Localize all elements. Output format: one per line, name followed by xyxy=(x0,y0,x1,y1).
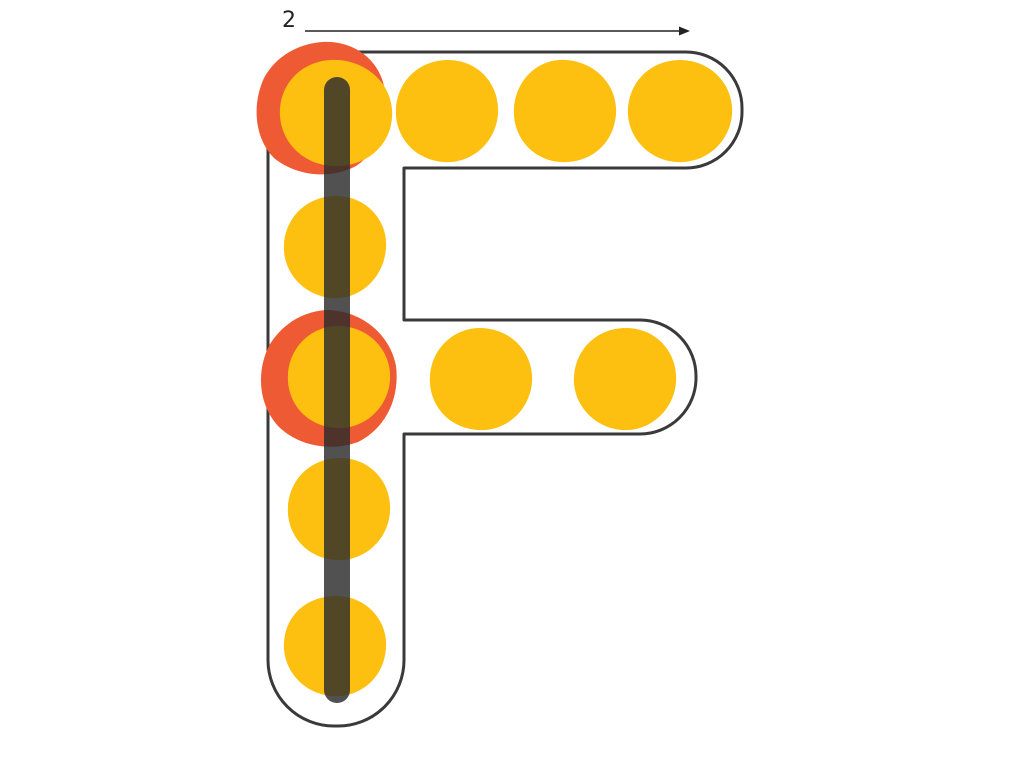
tracing-dot[interactable] xyxy=(573,328,677,431)
stroke-direction-arrow xyxy=(305,26,690,36)
tracing-dot[interactable] xyxy=(395,60,499,163)
letter-f-outline xyxy=(266,50,744,728)
tracing-dot[interactable] xyxy=(513,59,617,163)
tracing-dot[interactable] xyxy=(627,60,733,163)
tracing-dot[interactable] xyxy=(429,328,533,431)
stroke-number-label: 2 xyxy=(282,8,296,33)
